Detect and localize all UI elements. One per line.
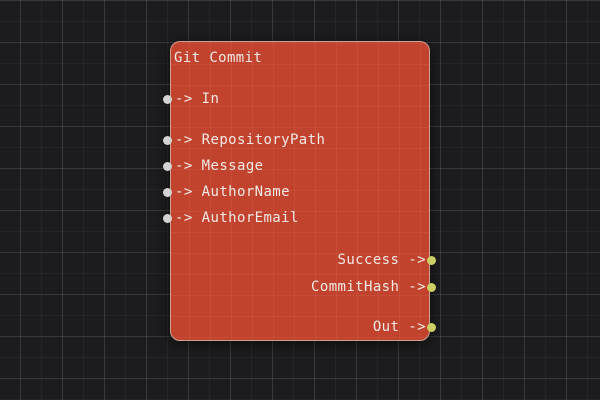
output-port-dot-commithash[interactable] — [427, 282, 436, 292]
output-port-label-commithash: CommitHash — [311, 279, 400, 295]
output-port-label-out: Out — [372, 319, 400, 335]
output-port-dot-out[interactable] — [427, 322, 436, 332]
input-port-repositorypath: -> RepositoryPath — [163, 130, 326, 150]
port-arrow-icon: -> — [408, 279, 426, 295]
port-arrow-icon: -> — [175, 184, 193, 200]
input-port-in: -> In — [163, 89, 220, 109]
input-port-label-repositorypath: RepositoryPath — [201, 132, 326, 148]
port-arrow-icon: -> — [175, 91, 193, 107]
output-port-commithash: CommitHash -> — [311, 277, 436, 297]
port-arrow-icon: -> — [175, 158, 193, 174]
input-port-dot-message[interactable] — [163, 161, 172, 171]
input-port-authorname: -> AuthorName — [163, 182, 290, 202]
input-port-message: -> Message — [163, 156, 264, 176]
input-port-dot-in[interactable] — [163, 94, 172, 104]
node-title: Git Commit — [174, 50, 263, 66]
port-arrow-icon: -> — [175, 210, 193, 226]
input-port-label-message: Message — [201, 158, 264, 174]
node-git-commit[interactable]: Git Commit -> In -> RepositoryPath -> Me… — [163, 41, 436, 341]
output-port-label-success: Success — [337, 252, 400, 268]
input-port-label-in: In — [201, 91, 220, 107]
output-port-success: Success -> — [337, 250, 436, 270]
input-port-dot-repositorypath[interactable] — [163, 135, 172, 145]
port-arrow-icon: -> — [175, 132, 193, 148]
input-port-dot-authorname[interactable] — [163, 187, 172, 197]
input-port-dot-authoremail[interactable] — [163, 213, 172, 223]
input-port-label-authorname: AuthorName — [201, 184, 290, 200]
output-port-out: Out -> — [372, 317, 436, 337]
output-port-dot-success[interactable] — [427, 255, 436, 265]
input-port-authoremail: -> AuthorEmail — [163, 208, 299, 228]
input-port-label-authoremail: AuthorEmail — [201, 210, 299, 226]
port-arrow-icon: -> — [408, 252, 426, 268]
port-arrow-icon: -> — [408, 319, 426, 335]
